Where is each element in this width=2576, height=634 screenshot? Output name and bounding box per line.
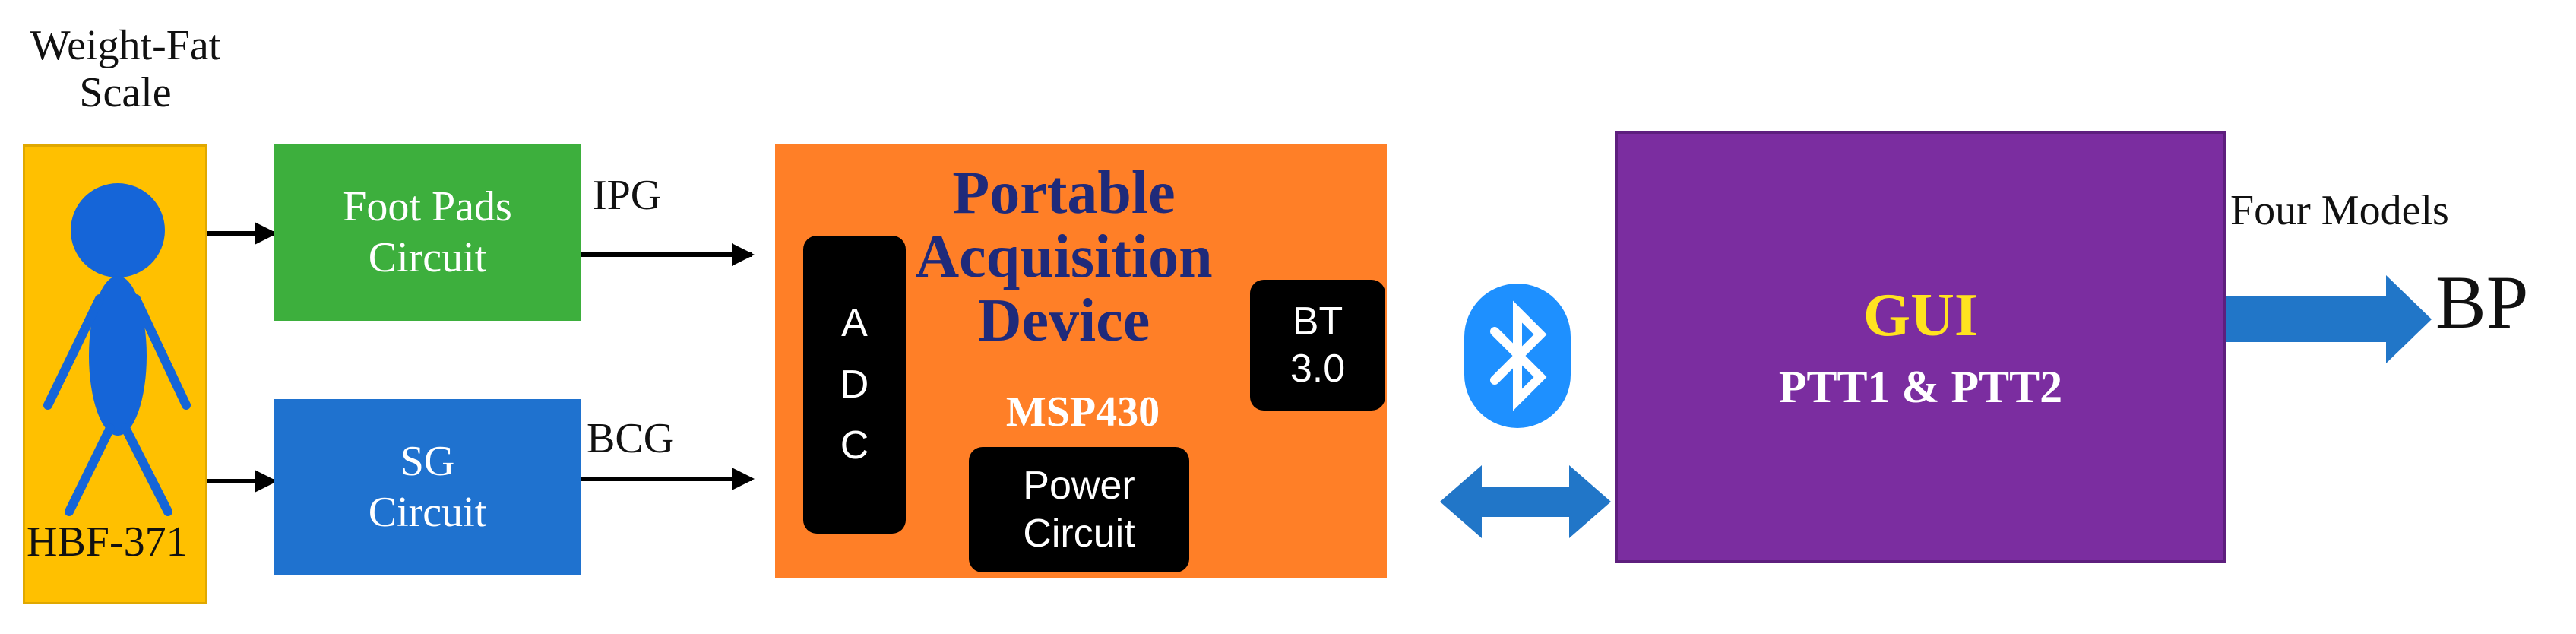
bt-line2: 3.0 bbox=[1290, 347, 1346, 391]
gui-title: GUI bbox=[1862, 282, 1979, 349]
scale-model: HBF-371 bbox=[27, 518, 188, 566]
acquisition-device-box: Portable Acquisition Device MSP430 A D C… bbox=[775, 144, 1387, 578]
sg-circuit-box: SG Circuit bbox=[274, 399, 581, 575]
sg-line2: Circuit bbox=[368, 489, 487, 536]
power-line1: Power bbox=[1023, 464, 1135, 509]
four-models-label: Four Models bbox=[2230, 187, 2449, 234]
adc-letter: D bbox=[840, 362, 869, 407]
bt-line1: BT bbox=[1292, 299, 1343, 344]
device-title-line2: Acquisition bbox=[915, 223, 1213, 290]
wireless-link-arrow bbox=[1440, 465, 1611, 538]
person-figure-icon bbox=[43, 183, 191, 516]
bt-chip: BT 3.0 bbox=[1250, 280, 1385, 411]
sg-line1: SG bbox=[400, 437, 455, 485]
scale-caption: Weight-Fat Scale bbox=[0, 22, 251, 116]
adc-letter: A bbox=[841, 301, 868, 346]
bcg-label: BCG bbox=[587, 415, 675, 462]
gui-subtitle: PTT1 & PTT2 bbox=[1778, 362, 2063, 412]
gui-box: GUI PTT1 & PTT2 bbox=[1615, 131, 2226, 563]
power-line2: Circuit bbox=[1023, 511, 1135, 556]
device-title-line3: Device bbox=[977, 287, 1150, 354]
foot-pads-line2: Circuit bbox=[368, 234, 487, 281]
scale-caption-line2: Scale bbox=[79, 68, 172, 116]
device-title: Portable Acquisition Device bbox=[859, 161, 1269, 353]
scale-caption-line1: Weight-Fat bbox=[30, 22, 221, 69]
bluetooth-icon bbox=[1464, 284, 1571, 428]
bp-output-label: BP bbox=[2435, 260, 2529, 344]
output-arrow bbox=[2226, 275, 2432, 363]
foot-pads-line1: Foot Pads bbox=[343, 182, 512, 230]
foot-pads-circuit-box: Foot Pads Circuit bbox=[274, 144, 581, 321]
scale-box: HBF-371 bbox=[23, 144, 207, 604]
adc-chip: A D C bbox=[803, 236, 906, 534]
power-circuit-chip: Power Circuit bbox=[969, 447, 1189, 572]
mcu-label: MSP430 bbox=[1005, 388, 1160, 436]
ipg-label: IPG bbox=[593, 172, 662, 219]
device-title-line1: Portable bbox=[952, 160, 1176, 227]
adc-letter: C bbox=[840, 423, 869, 468]
